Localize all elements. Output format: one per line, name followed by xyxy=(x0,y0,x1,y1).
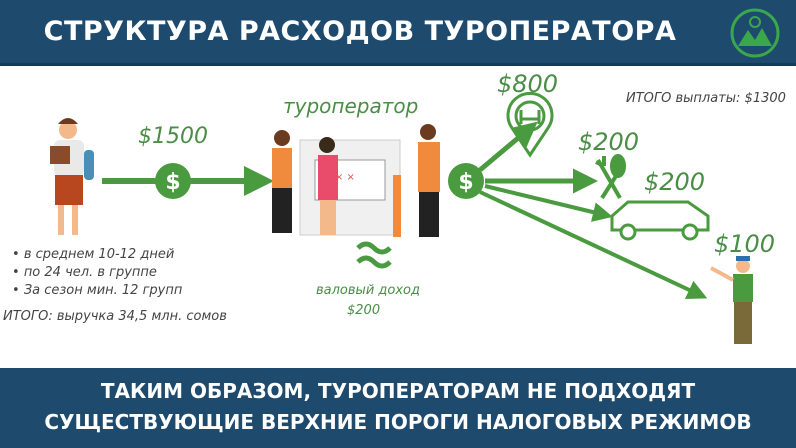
footer-banner: ТАКИМ ОБРАЗОМ, ТУРОПЕРАТОРАМ НЕ ПОДХОДЯТ… xyxy=(0,368,796,448)
tourist-total: ИТОГО: выручка 34,5 млн. сомов xyxy=(3,309,227,324)
svg-text:$: $ xyxy=(165,170,180,195)
list-item: по 24 чел. в группе xyxy=(12,264,182,282)
payout-food: $200 xyxy=(578,128,640,156)
operator-label: туроператор xyxy=(283,94,419,118)
operator-team-illustration: × × xyxy=(272,124,440,237)
fork-spoon-icon xyxy=(595,154,626,200)
guide-person-icon xyxy=(710,256,753,344)
logo-icon xyxy=(730,8,780,58)
payout-transport: $200 xyxy=(644,168,706,196)
footer-line-2: СУЩЕСТВУЮЩИЕ ВЕРХНИЕ ПОРОГИ НАЛОГОВЫХ РЕ… xyxy=(44,410,752,434)
tourist-facts-list: в среднем 10-12 дней по 24 чел. в группе… xyxy=(12,246,183,300)
svg-text:$: $ xyxy=(458,170,473,195)
header-banner: СТРУКТУРА РАСХОДОВ ТУРОПЕРАТОРА xyxy=(0,0,796,66)
gross-income-value: $200 xyxy=(347,303,381,318)
car-icon xyxy=(610,200,710,241)
revenue-in-amount: $1500 xyxy=(138,124,208,149)
payout-guide: $100 xyxy=(714,230,776,258)
payout-hotel: $800 xyxy=(497,70,559,98)
flow-diagram: $ × × $ xyxy=(50,91,753,344)
dollar-icon xyxy=(448,163,484,199)
page-title: СТРУКТУРА РАСХОДОВ ТУРОПЕРАТОРА xyxy=(43,16,677,47)
footer-line-1: ТАКИМ ОБРАЗОМ, ТУРОПЕРАТОРАМ НЕ ПОДХОДЯТ xyxy=(100,379,696,403)
dollar-icon xyxy=(155,163,191,199)
tourist-illustration xyxy=(50,118,94,235)
approx-icon xyxy=(356,241,392,269)
gross-income-label: валовый доход xyxy=(316,283,420,298)
hotel-pin-icon xyxy=(506,91,554,158)
total-payouts: ИТОГО выплаты: $1300 xyxy=(626,91,786,106)
svg-text:× ×: × × xyxy=(335,172,355,183)
list-item: в среднем 10-12 дней xyxy=(12,246,182,264)
list-item: За сезон мин. 12 групп xyxy=(12,282,183,300)
